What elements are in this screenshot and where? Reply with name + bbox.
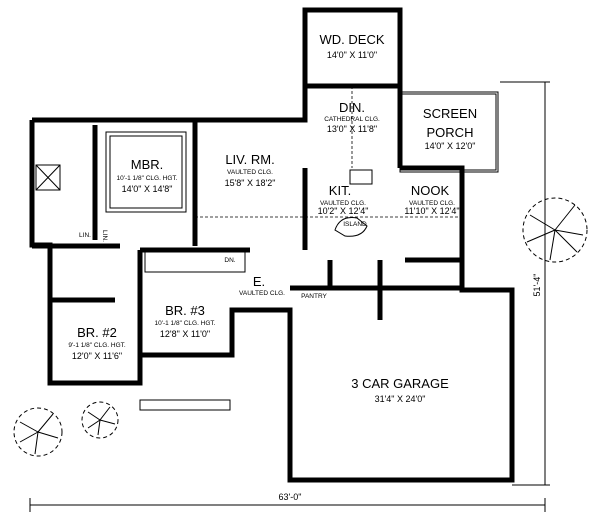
linen-label: LIN. [79,232,91,239]
tree-icon [522,197,588,263]
tree-icon [13,401,119,457]
room-din: DIN. CATHEDRAL CLG. 13'0" X 11'8" [324,100,380,134]
dimension-lines: 63'-0" 51'-4" [29,81,550,512]
outer-wall [29,120,515,483]
room-size: 12'8" X 11'0" [160,329,210,339]
room-note: 10'-1 1/8" CLG. HGT. [155,320,216,327]
room-name: NOOK [411,183,450,198]
room-size: 15'8" X 18'2" [225,178,276,188]
stairs-label: DN. [224,257,235,264]
room-nook: NOOK VAULTED CLG. 11'10" X 12'4" [404,183,459,216]
room-name: WD. DECK [320,32,385,47]
walls [29,7,515,483]
room-size: 14'0" X 14'8" [122,184,173,194]
room-note: VAULTED CLG. [227,169,273,176]
room-size: 14'0" X 11'0" [327,50,377,60]
room-name: BR. #2 [77,325,117,340]
deck-outline [302,7,403,89]
room-name: PORCH [427,125,474,140]
island-label: ISLAND [343,221,367,228]
room-size: 12'0" X 11'6" [72,351,122,361]
room-note: CATHEDRAL CLG. [324,116,380,123]
room-note: VAULTED CLG. [239,290,285,297]
width-dimension: 63'-0" [279,492,302,502]
room-name: LIV. RM. [225,152,274,167]
room-garage: 3 CAR GARAGE 31'4" X 24'0" [351,376,449,404]
room-name: BR. #3 [165,303,205,318]
room-note: 10'-1 1/8" CLG. HGT. [117,175,178,182]
room-note: VAULTED CLG. [320,200,366,207]
room-mbr: MBR. 10'-1 1/8" CLG. HGT. 14'0" X 14'8" [117,157,178,194]
depth-dimension: 51'-4" [532,274,542,297]
room-wd-deck: WD. DECK 14'0" X 11'0" [320,32,385,60]
room-note: 9'-1 1/8" CLG. HGT. [68,342,126,349]
room-note: VAULTED CLG. [409,200,455,207]
room-name: KIT. [329,183,351,198]
room-liv-rm: LIV. RM. VAULTED CLG. 15'8" X 18'2" [225,152,276,188]
room-name: SCREEN [423,106,477,121]
room-size: 10'2" X 12'4" [318,206,369,216]
interior-details [35,86,513,420]
room-kit: KIT. VAULTED CLG. 10'2" X 12'4" ISLAND [318,183,369,228]
room-size: 31'4" X 24'0" [375,394,426,404]
linen-label: LIN. [101,230,108,242]
room-name: DIN. [339,100,365,115]
room-size: 14'0" X 12'0" [425,141,476,151]
room-size: 13'0" X 11'8" [327,124,377,134]
room-entry: E. VAULTED CLG. [239,274,285,297]
room-br3: BR. #3 10'-1 1/8" CLG. HGT. 12'8" X 11'0… [155,303,216,339]
pantry-label: PANTRY [301,293,327,300]
porch-outline [399,91,499,173]
room-name: 3 CAR GARAGE [351,376,449,391]
room-name: MBR. [131,157,164,172]
room-name: E. [253,274,265,289]
room-br2: BR. #2 9'-1 1/8" CLG. HGT. 12'0" X 11'6" [68,325,126,361]
room-size: 11'10" X 12'4" [404,206,459,216]
room-screen-porch: SCREEN PORCH 14'0" X 12'0" [423,106,477,151]
